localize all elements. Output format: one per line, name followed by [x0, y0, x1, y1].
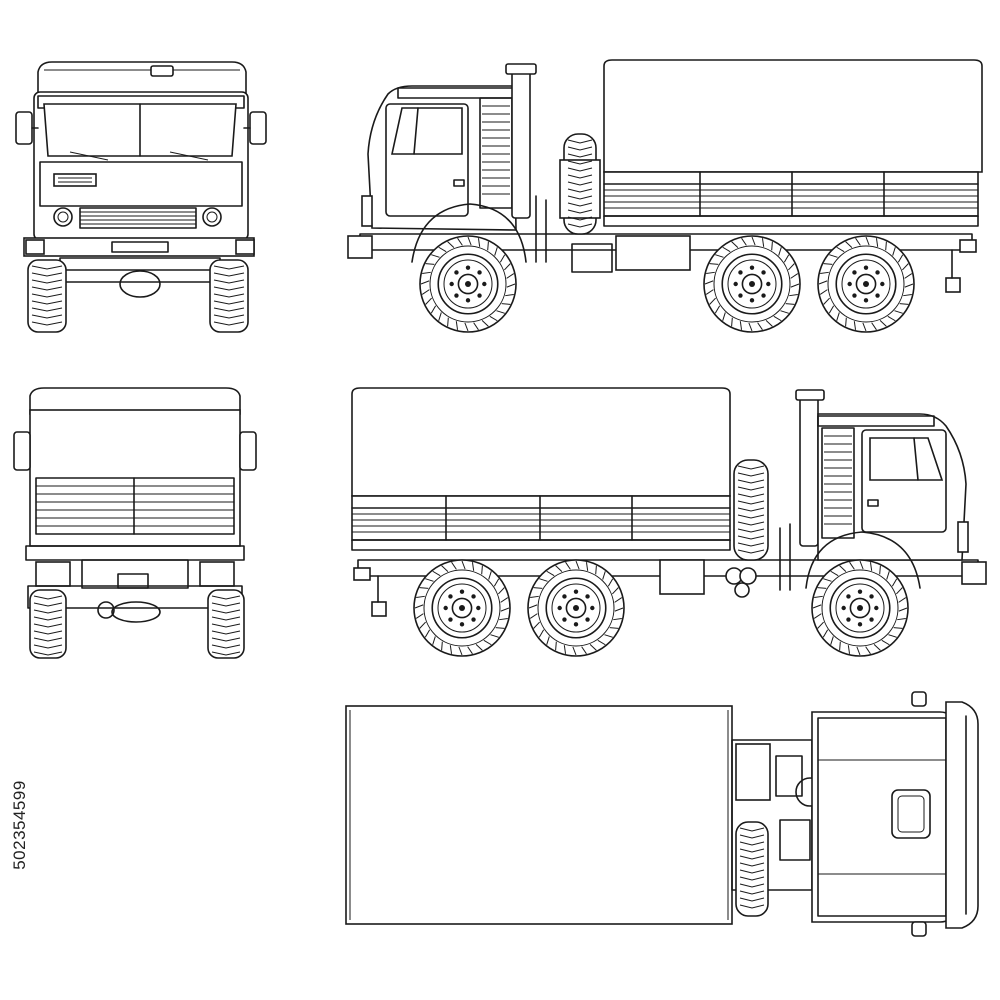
truck-front-view-icon: [15, 61, 267, 333]
truck-top-view-icon: [345, 691, 979, 937]
top-spare-tread: [739, 827, 765, 909]
left-middle-wheel: [703, 235, 801, 333]
rear-tire-tread: [33, 595, 241, 656]
left-front-wheel: [419, 235, 517, 333]
right-front-wheel: [811, 559, 909, 657]
front-tire-tread: [31, 265, 245, 326]
truck-rear-view-icon: [13, 387, 257, 659]
left-side-wheels: [419, 235, 915, 333]
stock-image-id-text: 502354599: [10, 780, 29, 870]
right-rear-wheel: [413, 559, 511, 657]
top-spare-tire-tread: [567, 139, 765, 909]
left-spare-tread: [567, 139, 593, 228]
stock-image-id-label: 502354599: [8, 760, 32, 890]
truck-left-side-view-icon: [347, 59, 983, 293]
right-side-wheels: [413, 559, 909, 657]
rear-right-tire-tread: [211, 595, 241, 656]
rear-left-tire-tread: [33, 595, 63, 656]
front-left-tire-tread: [31, 265, 63, 326]
left-rear-wheel: [817, 235, 915, 333]
front-right-tire-tread: [213, 265, 245, 326]
right-spare-tread: [737, 465, 765, 554]
right-middle-wheel: [527, 559, 625, 657]
truck-right-side-view-icon: [351, 387, 987, 617]
